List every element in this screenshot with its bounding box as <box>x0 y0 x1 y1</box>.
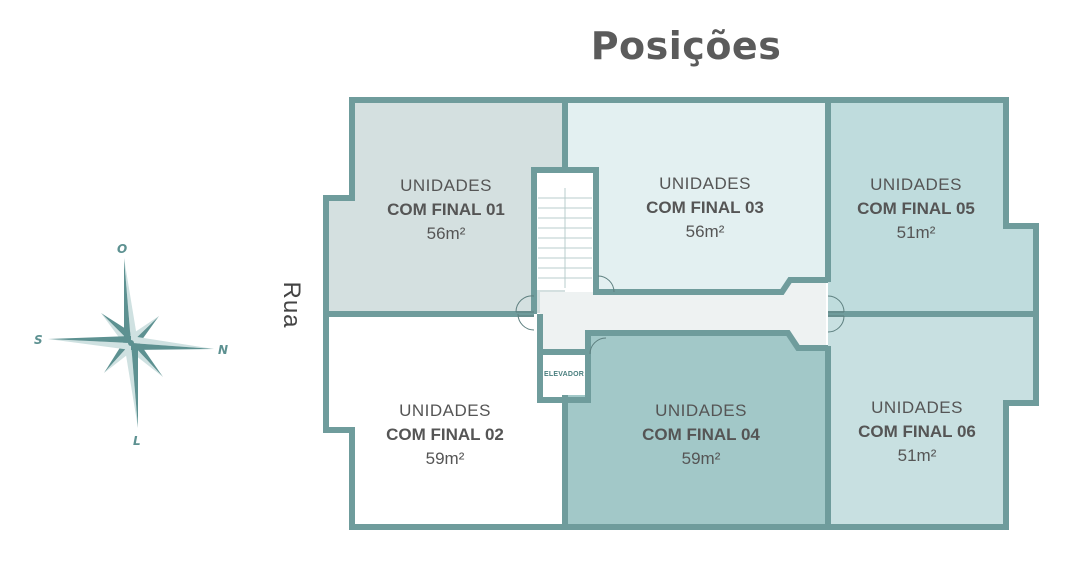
door-swing-icons <box>515 275 845 355</box>
unit-03-area-text: 56m² <box>685 222 725 241</box>
unit-06-area <box>828 316 1036 527</box>
page-title: Posições <box>590 24 782 68</box>
compass-south-label: S <box>34 333 43 347</box>
unit-04-title: UNIDADES <box>655 401 747 420</box>
compass-rose-icon <box>48 258 214 428</box>
unit-05-name: COM FINAL 05 <box>857 199 975 218</box>
unit-06-title: UNIDADES <box>871 398 963 417</box>
unit-01-area-text: 56m² <box>426 224 466 243</box>
unit-05-area <box>828 102 1036 313</box>
unit-05-area-text: 51m² <box>896 223 936 242</box>
unit-04-area-text: 59m² <box>681 449 721 468</box>
unit-06-name: COM FINAL 06 <box>858 422 976 441</box>
compass-east-label: L <box>133 434 141 448</box>
unit-06-label: UNIDADES COM FINAL 06 51m² <box>817 399 1017 464</box>
compass-north-label: N <box>218 343 229 357</box>
unit-04-name: COM FINAL 04 <box>642 425 760 444</box>
unit-01-label: UNIDADES COM FINAL 01 56m² <box>346 177 546 242</box>
unit-01-title: UNIDADES <box>400 176 492 195</box>
unit-02-label: UNIDADES COM FINAL 02 59m² <box>345 402 545 467</box>
elevator-label: ELEVADOR <box>544 371 584 378</box>
street-label: Rua <box>278 281 305 329</box>
unit-04-label: UNIDADES COM FINAL 04 59m² <box>601 402 801 467</box>
unit-02-area-text: 59m² <box>425 449 465 468</box>
unit-01-bump <box>326 198 352 313</box>
unit-02-name: COM FINAL 02 <box>386 425 504 444</box>
unit-03-label: UNIDADES COM FINAL 03 56m² <box>605 175 805 240</box>
unit-03-title: UNIDADES <box>659 174 751 193</box>
unit-03-area <box>565 102 828 292</box>
unit-05-title: UNIDADES <box>870 175 962 194</box>
unit-04-area <box>565 333 828 527</box>
walls <box>323 97 1039 530</box>
unit-01-name: COM FINAL 01 <box>387 200 505 219</box>
unit-06-area-text: 51m² <box>897 446 937 465</box>
unit-05-label: UNIDADES COM FINAL 05 51m² <box>816 176 1016 241</box>
compass-west-label: O <box>117 242 128 256</box>
unit-02-title: UNIDADES <box>399 401 491 420</box>
unit-02-area <box>326 316 565 527</box>
corridor-area <box>540 282 826 352</box>
unit-01-area <box>352 102 565 313</box>
unit-03-name: COM FINAL 03 <box>646 198 764 217</box>
staircase-icon <box>538 188 592 288</box>
